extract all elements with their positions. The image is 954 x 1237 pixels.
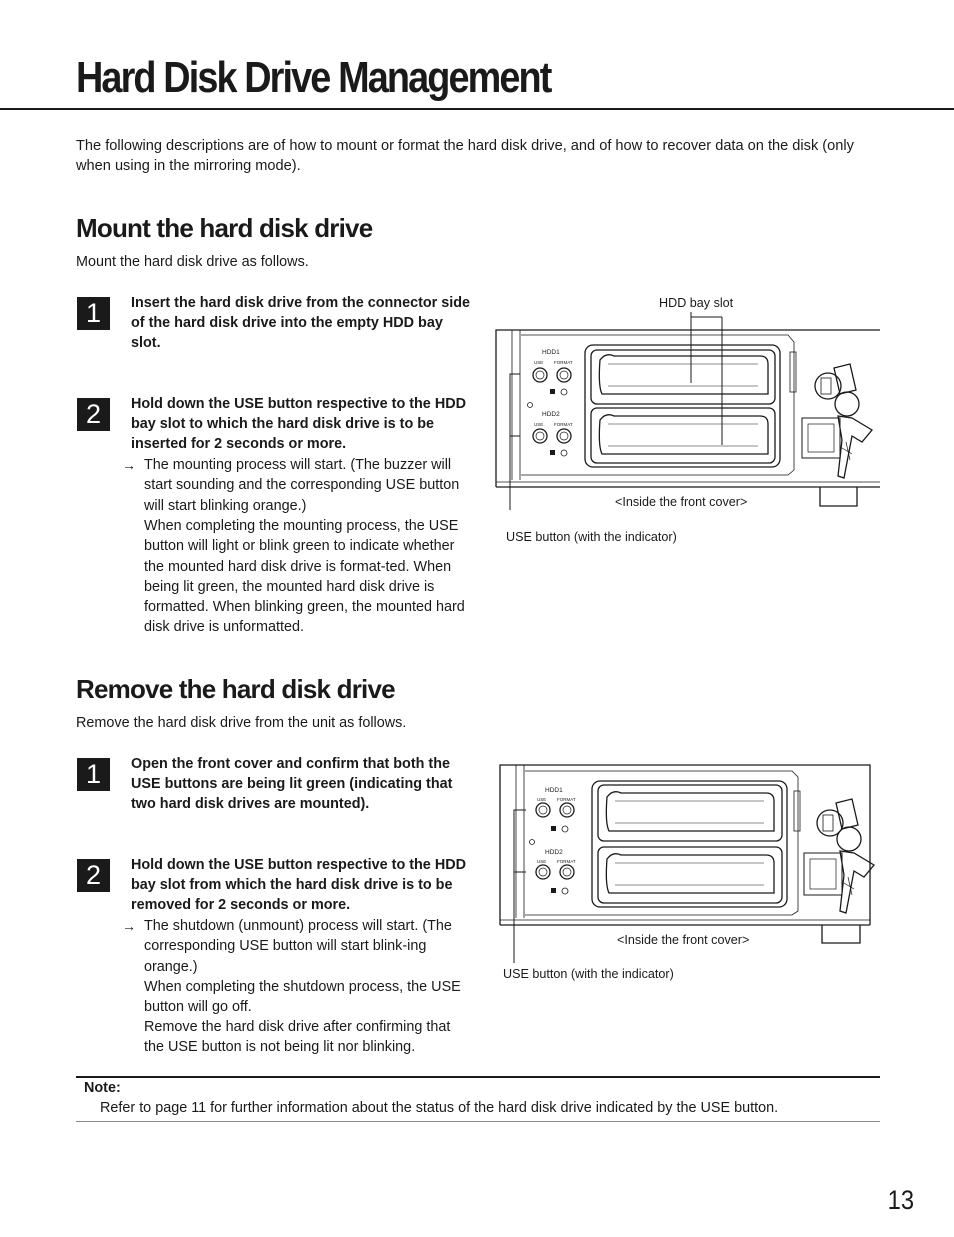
remove-panel-hdd1-label: HDD1 (545, 787, 563, 794)
remove-figure-illustration: HDD1 USE FORMAT HDD2 USE FORMAT (499, 764, 875, 963)
remove-subtitle: Remove the hard disk drive from the unit… (76, 715, 407, 731)
remove-step-2-desc-2: When completing the shutdown process, th… (144, 979, 461, 1016)
mount-panel-format-label-1: FORMAT (554, 360, 573, 365)
mount-step-1-number: 1 (77, 297, 110, 330)
remove-step-2-desc-1: The shutdown (unmount) process will star… (144, 918, 452, 975)
note-label: Note: (84, 1080, 121, 1096)
mount-step-2-number: 2 (77, 398, 110, 431)
remove-panel-format-label-1: FORMAT (557, 797, 576, 802)
remove-panel-format-label-2: FORMAT (557, 859, 576, 864)
mount-figure: HDD1 USE FORMAT HDD2 USE FORMAT HDD bay … (490, 290, 890, 560)
mount-panel-use-label-2: USE (534, 422, 543, 427)
remove-step-2-text: Hold down the USE button respective to t… (131, 857, 466, 913)
mount-panel-hdd2-label: HDD2 (542, 411, 560, 418)
mount-step-1-text: Insert the hard disk drive from the conn… (131, 295, 471, 351)
mount-step-2-desc-2: When completing the mounting process, th… (144, 518, 465, 636)
remove-step-2-desc-3: Remove the hard disk drive after confirm… (144, 1019, 451, 1056)
remove-step-2-arrow: → (122, 918, 136, 934)
mount-label-hdd-bay-slot: HDD bay slot (659, 296, 734, 310)
mount-step-2-desc-1: The mounting process will start. (The bu… (144, 457, 460, 514)
page-number: 13 (887, 1185, 914, 1215)
remove-step-1-text: Open the front cover and confirm that bo… (131, 756, 453, 812)
mount-label-use-button: USE button (with the indicator) (506, 530, 677, 544)
mount-label-inside-cover: <Inside the front cover> (615, 495, 748, 509)
mount-subtitle: Mount the hard disk drive as follows. (76, 254, 309, 270)
remove-label-use-button: USE button (with the indicator) (503, 967, 674, 981)
note-bottom-rule (76, 1121, 880, 1122)
mount-step-2-text: Hold down the USE button respective to t… (131, 396, 466, 452)
remove-step-1-number: 1 (77, 758, 110, 791)
remove-panel-hdd2-label: HDD2 (545, 849, 563, 856)
mount-heading: Mount the hard disk drive (76, 213, 373, 243)
page-title: Hard Disk Drive Management (76, 53, 552, 102)
mount-panel-use-label-1: USE (534, 360, 543, 365)
mount-panel-format-label-2: FORMAT (554, 422, 573, 427)
mount-panel-hdd1-label: HDD1 (542, 349, 560, 356)
note-top-rule (76, 1076, 880, 1078)
remove-label-inside-cover: <Inside the front cover> (617, 933, 750, 947)
remove-panel-use-label-2: USE (537, 859, 546, 864)
intro-paragraph: The following descriptions are of how to… (76, 138, 854, 174)
mount-figure-illustration: HDD1 USE FORMAT HDD2 USE FORMAT (495, 312, 880, 510)
remove-panel-use-label-1: USE (537, 797, 546, 802)
title-rule (0, 108, 954, 110)
remove-heading: Remove the hard disk drive (76, 674, 396, 704)
mount-step-2-arrow: → (122, 457, 136, 473)
remove-step-2-number: 2 (77, 859, 110, 892)
note-text: Refer to page 11 for further information… (100, 1100, 779, 1116)
remove-figure: HDD1 USE FORMAT HDD2 USE FORMAT <Inside … (494, 755, 894, 995)
